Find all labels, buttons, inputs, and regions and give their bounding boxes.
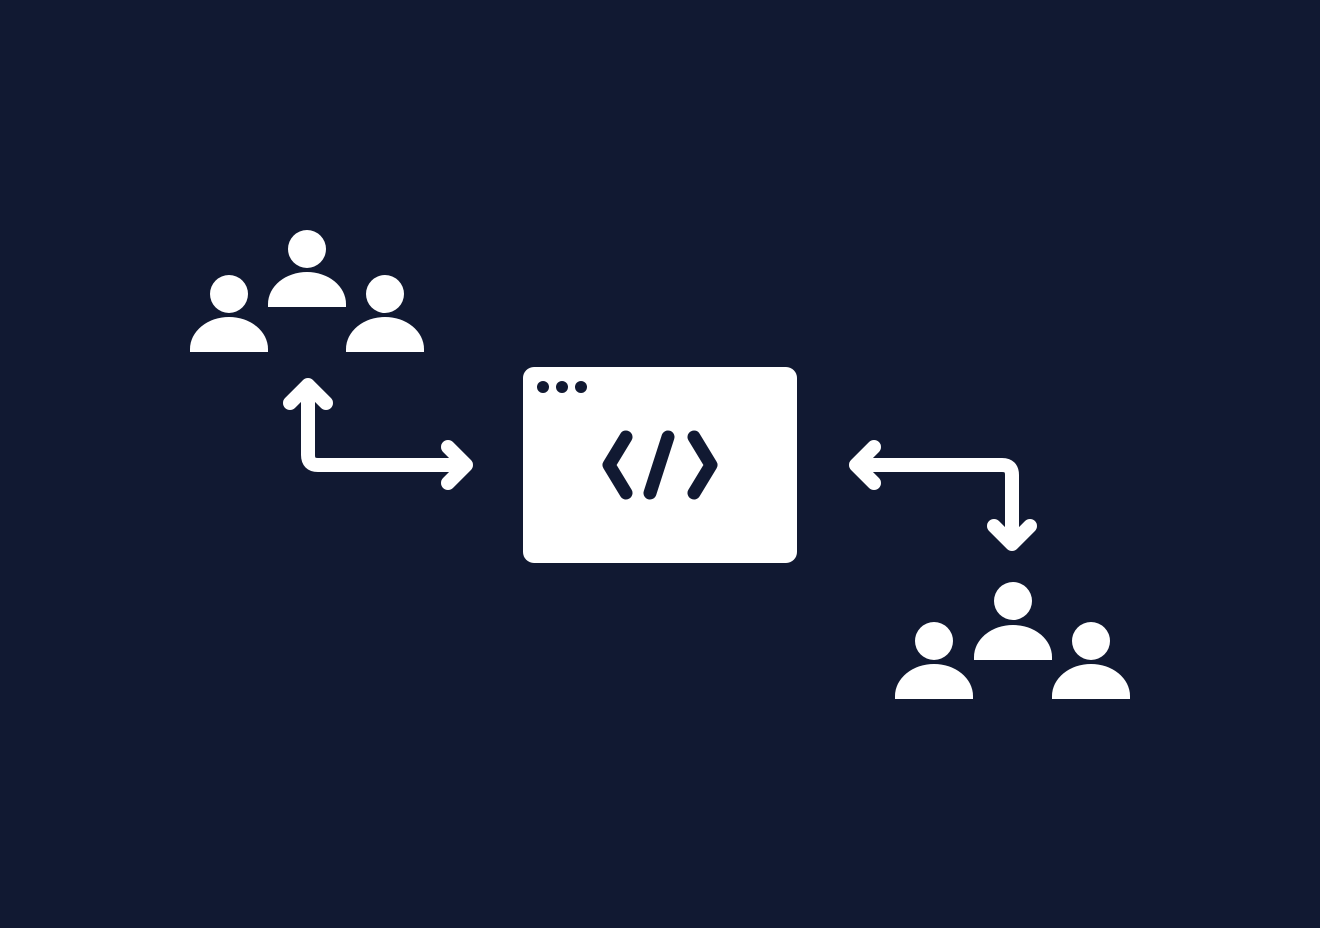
code-brackets-icon bbox=[602, 430, 718, 500]
person-center-icon bbox=[268, 230, 346, 307]
person-right-icon bbox=[1052, 622, 1130, 699]
window-dot-3 bbox=[575, 381, 587, 393]
person-left-icon bbox=[895, 622, 973, 699]
user-group-top-left-icon bbox=[190, 230, 424, 352]
person-left-icon bbox=[190, 275, 268, 352]
user-group-bottom-right-icon bbox=[895, 582, 1130, 699]
window-dot-1 bbox=[537, 381, 549, 393]
person-right-icon bbox=[346, 275, 424, 352]
right-connector-arrow-icon bbox=[849, 440, 1037, 551]
window-dot-2 bbox=[556, 381, 568, 393]
code-window-icon bbox=[523, 367, 797, 563]
person-center-icon bbox=[974, 582, 1052, 660]
left-connector-arrow-icon bbox=[283, 378, 473, 490]
